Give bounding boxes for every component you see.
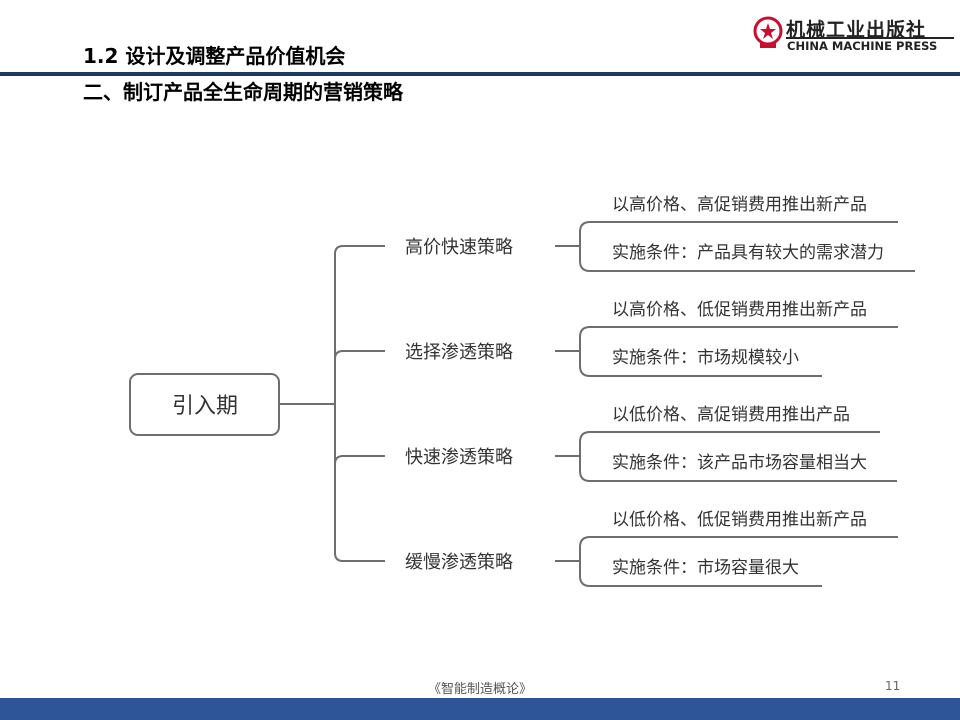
strategy-description: 以低价格、高促销费用推出产品 [612,405,850,425]
slide-subtitle: 二、制订产品全生命周期的营销策略 [83,80,403,104]
branch-connector [334,350,385,360]
strategy-label: 缓慢渗透策略 [405,552,513,573]
strategy-description: 以高价格、低促销费用推出新产品 [612,300,867,320]
trunk-line [334,245,385,562]
logo-chinese: 机械工业出版社 [786,19,927,41]
strategy-label: 选择渗透策略 [405,342,513,363]
slide-title: 1.2 设计及调整产品价值机会 [83,44,346,68]
footer-book-title: 《智能制造概论》 [427,682,532,697]
logo-english: CHINA MACHINE PRESS [787,39,938,53]
strategy-description: 以高价格、高促销费用推出新产品 [612,195,867,215]
leaf-bracket [555,326,898,377]
leaf-bracket [555,221,915,272]
branch-connector [334,455,385,465]
strategy-condition: 实施条件：该产品市场容量相当大 [612,453,867,473]
emblem-icon [753,16,783,48]
strategy-label: 快速渗透策略 [405,447,513,468]
page-number: 11 [885,679,901,693]
strategy-condition: 实施条件：市场容量很大 [612,558,799,578]
root-node-label: 引入期 [172,394,238,419]
strategy-condition: 实施条件：产品具有较大的需求潜力 [612,243,884,263]
strategy-condition: 实施条件：市场规模较小 [612,348,799,368]
logo-underline [786,37,954,39]
strategy-label: 高价快速策略 [405,237,513,258]
footer-bar [0,698,960,720]
leaf-bracket [555,431,897,482]
strategy-description: 以低价格、低促销费用推出新产品 [612,510,867,530]
header-divider [0,72,960,76]
leaf-bracket [555,536,898,587]
